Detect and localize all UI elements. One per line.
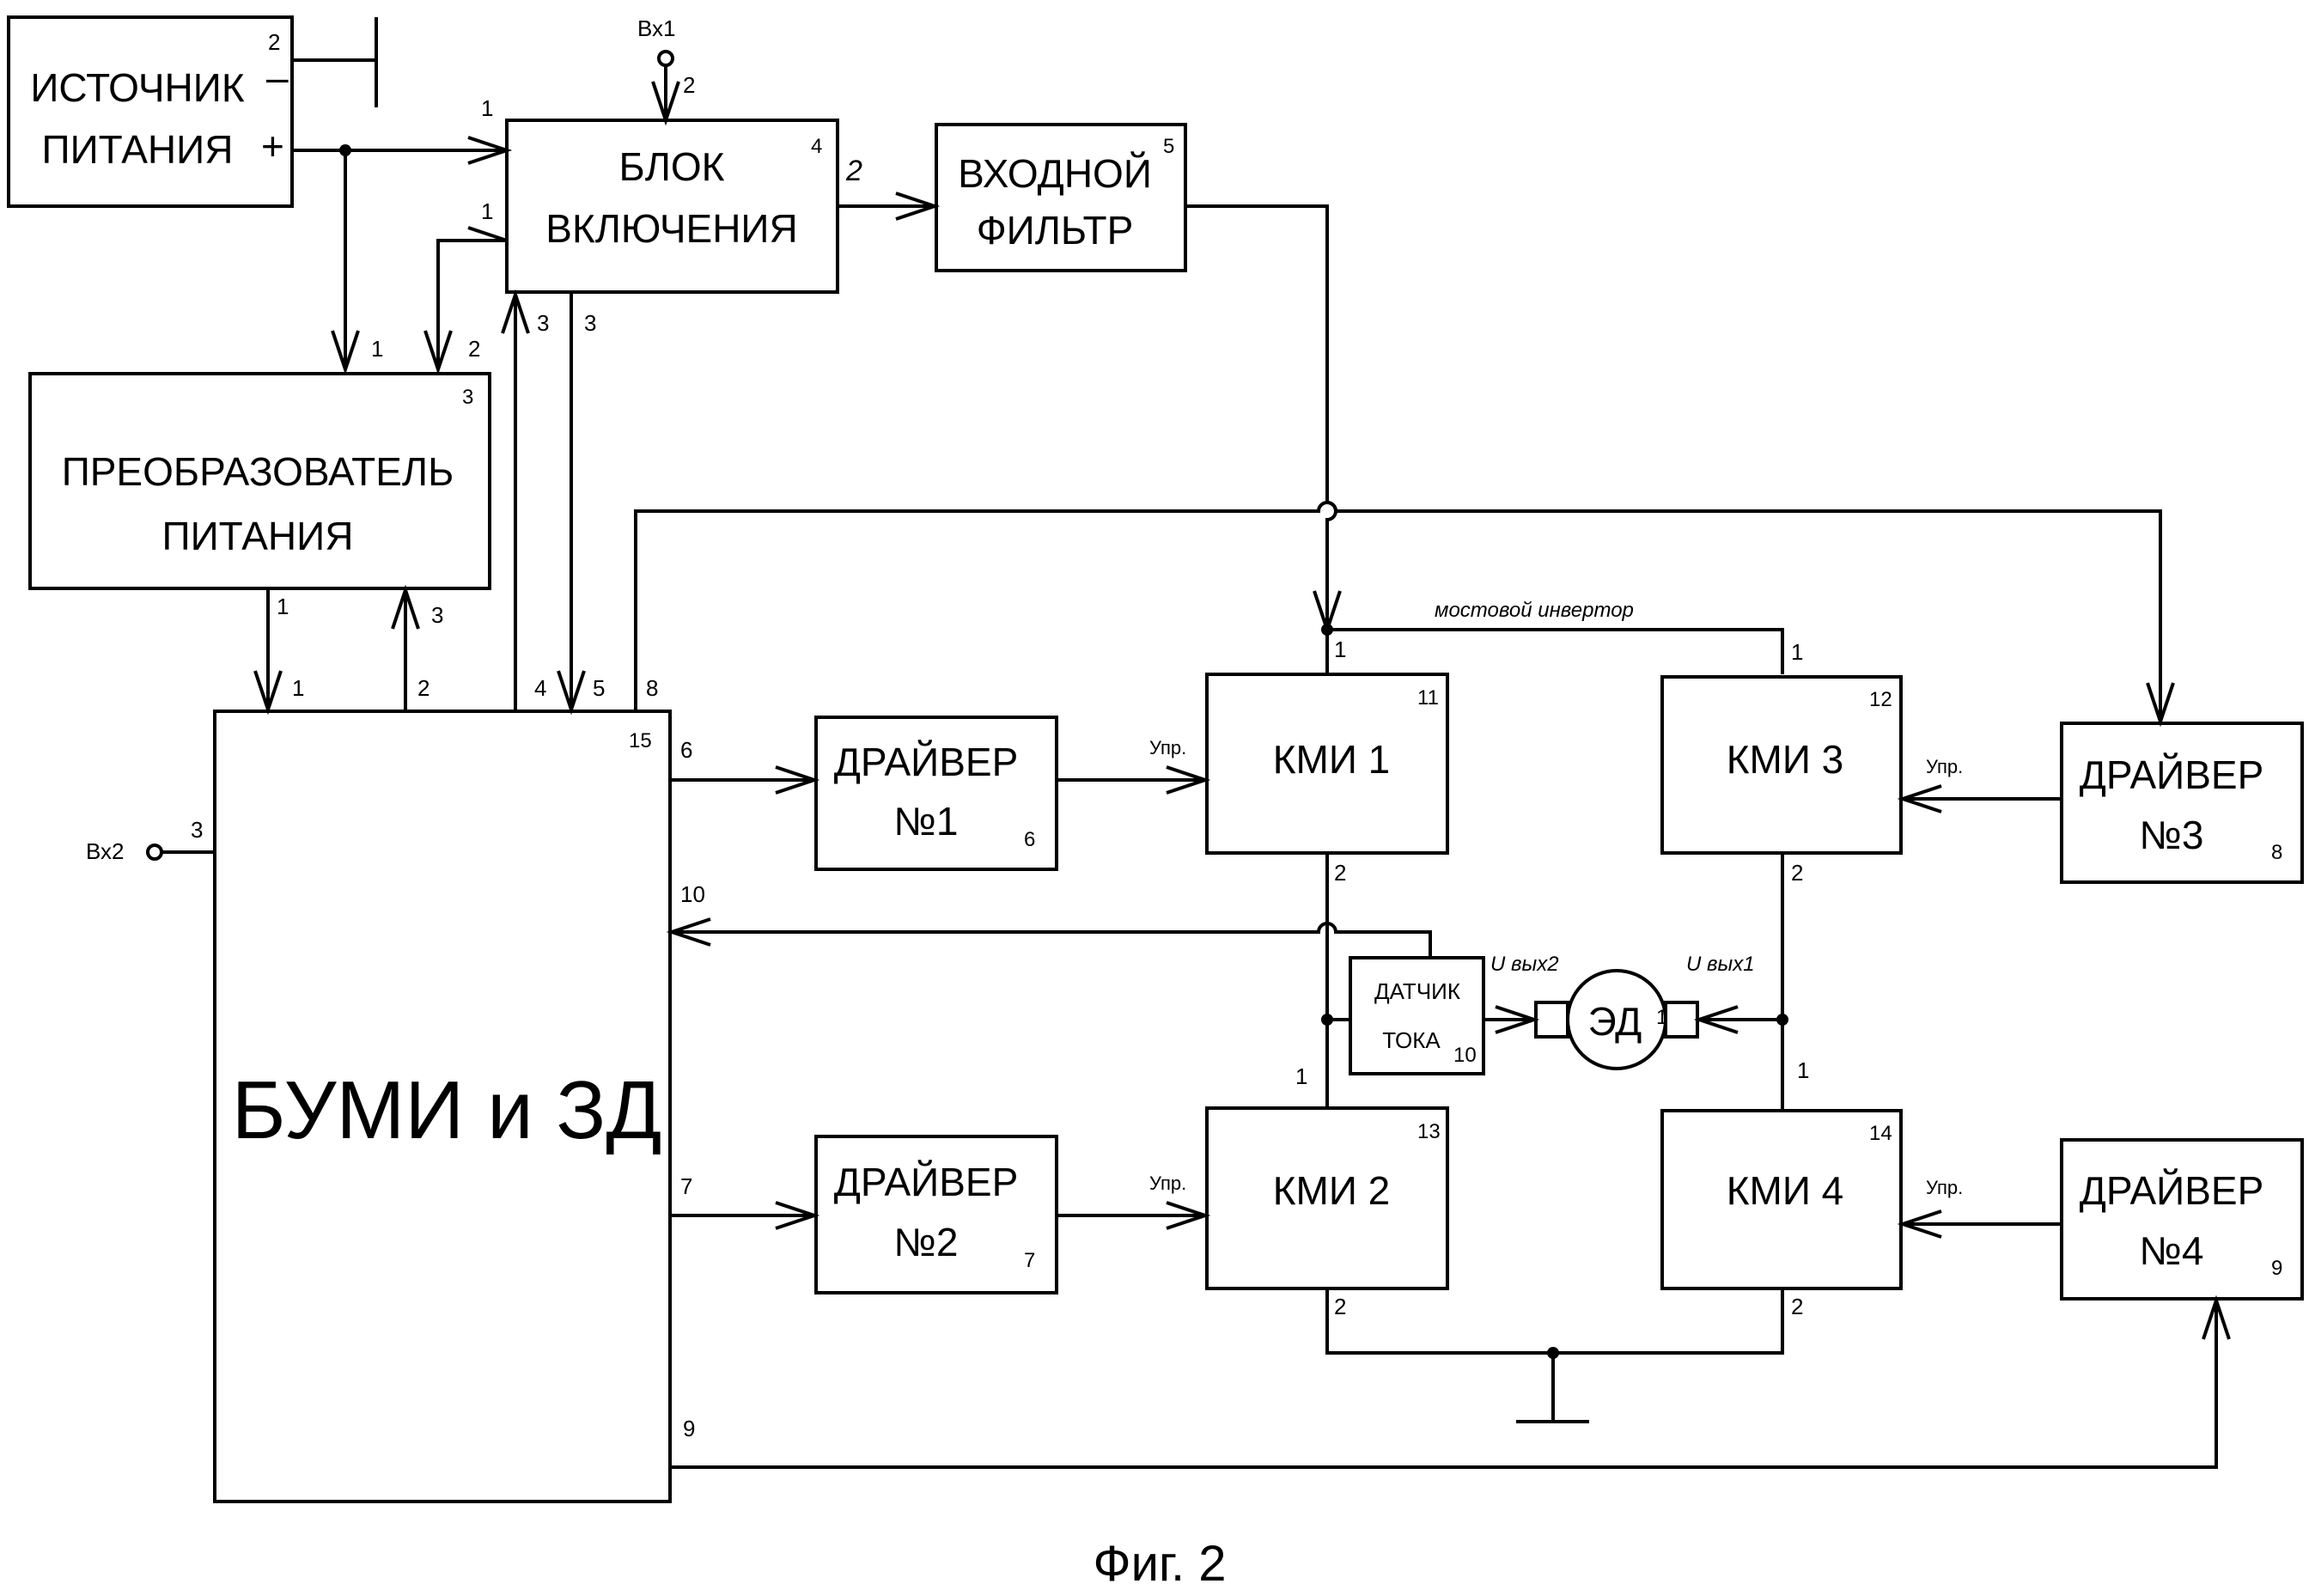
motor-idx: 1 bbox=[1656, 1006, 1667, 1029]
pin-label: 1 bbox=[481, 198, 493, 224]
driver1-idx: 6 bbox=[1024, 828, 1035, 851]
driver2-line2: №2 bbox=[894, 1220, 959, 1264]
pin-label: 2 bbox=[468, 336, 480, 362]
kmi2-label: КМИ 2 bbox=[1273, 1168, 1391, 1213]
motor-symbol: ЭД 1 bbox=[1534, 969, 1699, 1070]
bumi-block: БУМИ и ЗД 15 bbox=[213, 710, 672, 1503]
pin-label: 1 bbox=[371, 336, 383, 362]
driver1-line2: №1 bbox=[894, 799, 959, 844]
pin-label: 10 bbox=[680, 881, 705, 907]
driver2-block: ДРАЙВЕР №2 7 bbox=[814, 1135, 1058, 1294]
pin-label: 2 bbox=[1791, 860, 1803, 886]
driver3-line2: №3 bbox=[2140, 813, 2204, 857]
sensor-line2: ТОКА bbox=[1382, 1027, 1441, 1053]
control-label-kmi1: Упр. bbox=[1149, 737, 1186, 758]
pin-label: 2 bbox=[1334, 860, 1346, 886]
pin-label: 5 bbox=[593, 675, 605, 701]
driver3-line1: ДРАЙВЕР bbox=[2080, 752, 2264, 797]
current-sensor-block: ДАТЧИК ТОКА 10 bbox=[1349, 956, 1485, 1075]
sensor-idx: 10 bbox=[1453, 1044, 1477, 1067]
power-source-line1: ИСТОЧНИК bbox=[30, 65, 244, 110]
power-converter-block: ПРЕОБРАЗОВАТЕЛЬ ПИТАНИЯ 3 bbox=[28, 372, 491, 590]
sensor-line1: ДАТЧИК bbox=[1374, 978, 1460, 1004]
pin-label: 1 bbox=[277, 594, 289, 619]
driver2-idx: 7 bbox=[1024, 1249, 1035, 1272]
pin-label: 1 bbox=[1791, 639, 1803, 665]
input1-label: Вх1 bbox=[637, 15, 676, 41]
pin-label: 2 bbox=[683, 72, 695, 98]
output-voltage2-label: U вых2 bbox=[1490, 953, 1559, 976]
filter-line1: ВХОДНОЙ bbox=[958, 151, 1152, 196]
driver4-line1: ДРАЙВЕР bbox=[2080, 1168, 2264, 1213]
pin-label: 2 bbox=[845, 155, 862, 187]
driver3-idx: 8 bbox=[2271, 841, 2282, 864]
pin-label: 6 bbox=[680, 737, 692, 763]
bumi-label: БУМИ и ЗД bbox=[232, 1064, 662, 1156]
converter-line1: ПРЕОБРАЗОВАТЕЛЬ bbox=[62, 449, 454, 494]
kmi1-idx: 11 bbox=[1417, 686, 1439, 710]
output-voltage1-label: U вых1 bbox=[1686, 953, 1755, 976]
kmi1-block: КМИ 1 11 bbox=[1205, 673, 1449, 855]
filter-idx: 5 bbox=[1163, 135, 1174, 158]
arrowheads bbox=[253, 81, 2231, 1340]
control-label-kmi4: Упр. bbox=[1926, 1177, 1963, 1198]
kmi3-label: КМИ 3 bbox=[1727, 737, 1844, 782]
pin-label: 1 bbox=[292, 675, 304, 701]
kmi1-label: КМИ 1 bbox=[1273, 737, 1391, 782]
pin-label: 9 bbox=[683, 1416, 695, 1441]
enable-idx: 4 bbox=[811, 135, 822, 158]
pin-label: 3 bbox=[537, 310, 549, 336]
kmi4-idx: 14 bbox=[1869, 1122, 1892, 1145]
kmi2-block: КМИ 2 13 bbox=[1205, 1106, 1449, 1290]
driver1-block: ДРАЙВЕР №1 6 bbox=[814, 716, 1058, 871]
power-source-idx: 2 bbox=[268, 29, 280, 55]
pin-label: 2 bbox=[417, 675, 430, 701]
power-source-line2: ПИТАНИЯ bbox=[42, 127, 234, 172]
control-label-kmi2: Упр. bbox=[1149, 1173, 1186, 1194]
pin-label: 2 bbox=[1791, 1294, 1803, 1319]
pin-label: 2 bbox=[1334, 1294, 1346, 1319]
power-source-plus: + bbox=[261, 124, 284, 168]
pin-label: 7 bbox=[680, 1173, 692, 1199]
pin-label: 4 bbox=[534, 675, 546, 701]
input-filter-block: ВХОДНОЙ ФИЛЬТР 5 bbox=[935, 123, 1187, 272]
converter-line2: ПИТАНИЯ bbox=[162, 514, 354, 558]
pin-labels: 1 1 2 2 3 3 1 2 1 3 1 2 4 5 8 3 6 10 7 9… bbox=[191, 72, 1809, 1441]
enable-line2: ВКЛЮЧЕНИЯ bbox=[545, 206, 797, 251]
pin-label: 3 bbox=[431, 602, 443, 628]
pin-label: 3 bbox=[584, 310, 596, 336]
driver4-idx: 9 bbox=[2271, 1257, 2282, 1280]
pin-label: 1 bbox=[1295, 1063, 1307, 1089]
figure-caption: Фиг. 2 bbox=[1093, 1536, 1226, 1592]
pin-label: 1 bbox=[1797, 1057, 1809, 1083]
pin-label: 8 bbox=[646, 675, 658, 701]
wires bbox=[146, 17, 2218, 1469]
control-label-kmi3: Упр. bbox=[1926, 756, 1963, 777]
bumi-idx: 15 bbox=[629, 729, 652, 752]
kmi4-label: КМИ 4 bbox=[1727, 1168, 1844, 1213]
bridge-inverter-label: мостовой инвертор bbox=[1435, 599, 1634, 622]
pin-label: 1 bbox=[481, 95, 493, 121]
kmi2-idx: 13 bbox=[1417, 1120, 1441, 1143]
enable-line1: БЛОК bbox=[619, 144, 725, 189]
power-source-minus: – bbox=[266, 55, 289, 100]
driver4-line2: №4 bbox=[2140, 1228, 2204, 1273]
driver4-block: ДРАЙВЕР №4 9 bbox=[2060, 1138, 2304, 1301]
kmi3-block: КМИ 3 12 bbox=[1660, 675, 1903, 855]
driver2-line1: ДРАЙВЕР bbox=[834, 1160, 1019, 1204]
kmi3-idx: 12 bbox=[1869, 688, 1892, 711]
converter-idx: 3 bbox=[462, 386, 473, 409]
driver3-block: ДРАЙВЕР №3 8 bbox=[2060, 722, 2304, 884]
enable-block: БЛОК ВКЛЮЧЕНИЯ 4 bbox=[505, 119, 839, 294]
pin-label: 1 bbox=[1334, 637, 1346, 662]
kmi4-block: КМИ 4 14 bbox=[1660, 1109, 1903, 1290]
power-source-block: ИСТОЧНИК ПИТАНИЯ 2 – + bbox=[7, 15, 294, 208]
input2-label: Вх2 bbox=[86, 838, 125, 864]
driver1-line1: ДРАЙВЕР bbox=[834, 740, 1019, 784]
motor-label: ЭД bbox=[1588, 999, 1642, 1044]
filter-line2: ФИЛЬТР bbox=[977, 208, 1134, 253]
pin-label: 3 bbox=[191, 817, 203, 843]
